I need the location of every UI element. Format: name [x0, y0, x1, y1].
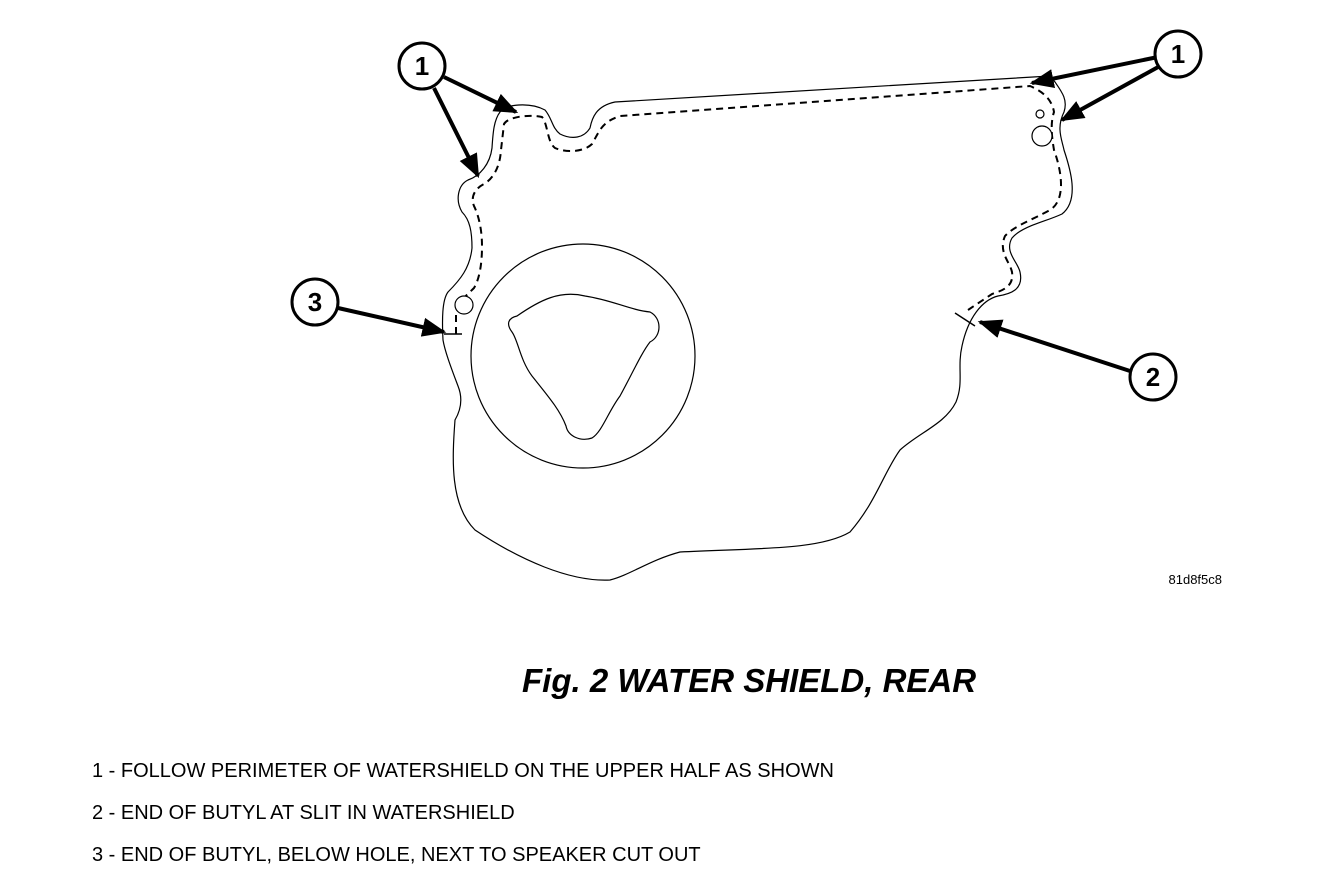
leader-1a-side — [432, 87, 480, 179]
leader-2 — [977, 319, 1131, 373]
callout-1-right-number: 1 — [1171, 39, 1185, 69]
water-shield-diagram: 1 1 2 3 81d8f5c8 — [290, 29, 1223, 587]
callout-1-left-number: 1 — [415, 51, 429, 81]
speaker-trilobe-cutout — [507, 293, 660, 440]
legend-item-3: 3 - END OF BUTYL, BELOW HOLE, NEXT TO SP… — [92, 844, 701, 866]
figure-title: Fig. 2 WATER SHIELD, REAR — [522, 662, 977, 699]
water-shield-outline — [441, 75, 1073, 581]
butyl-bead-dashed — [455, 84, 1062, 334]
callout-2: 2 — [1128, 352, 1178, 402]
speaker-cutout-circle — [470, 243, 696, 469]
leader-3 — [337, 306, 447, 337]
mounting-hole-right — [1031, 125, 1053, 147]
callout-1-left: 1 — [397, 41, 447, 91]
leader-1b-top — [1029, 55, 1159, 89]
callout-1-right: 1 — [1153, 29, 1203, 79]
legend-item-1: 1 - FOLLOW PERIMETER OF WATERSHIELD ON T… — [92, 760, 834, 782]
legend-item-2: 2 - END OF BUTYL AT SLIT IN WATERSHIELD — [92, 802, 515, 824]
callout-3-number: 3 — [308, 287, 322, 317]
small-hole-right — [1035, 109, 1045, 119]
callout-3: 3 — [290, 277, 340, 327]
leader-1b-side — [1059, 64, 1161, 122]
mounting-hole-left — [454, 295, 474, 315]
leader-1a-top — [443, 75, 519, 114]
legend-list: 1 - FOLLOW PERIMETER OF WATERSHIELD ON T… — [92, 758, 834, 884]
image-code: 81d8f5c8 — [1169, 572, 1223, 587]
watershield-slit — [954, 312, 976, 327]
callout-2-number: 2 — [1146, 362, 1160, 392]
